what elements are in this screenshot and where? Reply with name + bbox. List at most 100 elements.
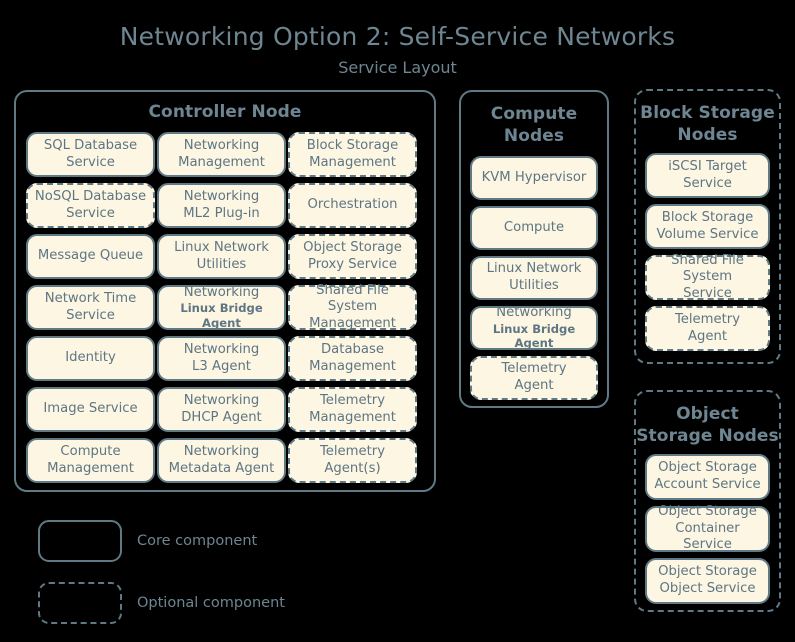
legend-core-label: Core component (137, 533, 258, 549)
service-label-line2: ML2 Plug-in (183, 205, 260, 221)
object-storage-nodes-title-line2: Storage Nodes (636, 426, 779, 447)
legend-optional-swatch (38, 582, 122, 624)
service-label-line1: Networking (183, 188, 260, 204)
service-label-line2: Service (683, 285, 732, 301)
legend-core-swatch (38, 520, 122, 562)
service-chip-message-queue: Message Queue (26, 234, 155, 279)
service-label-line2: Management (178, 154, 265, 170)
service-chip-identity: Identity (26, 336, 155, 381)
service-label-line2: Service (66, 154, 115, 170)
object-storage-nodes-title-line1: Object (676, 404, 739, 424)
service-label-line2: Utilities (509, 278, 559, 293)
service-label-line2: Linux Bridge Agent (180, 301, 263, 330)
service-label-line1: NoSQL Database (34, 188, 147, 204)
service-label-line1: Compute (503, 219, 565, 235)
service-label-line2: L3 Agent (192, 358, 251, 374)
service-label-line2: Proxy Service (307, 256, 398, 272)
service-label-line1: Orchestration (307, 197, 398, 213)
service-label-line1: Image Service (43, 401, 138, 417)
service-label-line1: Telemetry (319, 392, 386, 408)
service-label-line1: Telemetry (501, 361, 567, 377)
block-storage-nodes-title-line2: Nodes (677, 125, 738, 146)
page-subtitle: Service Layout (338, 58, 457, 77)
service-chip-orchestration: Orchestration (288, 183, 417, 228)
service-label-line1: Message Queue (37, 248, 144, 264)
service-label-line1: Block Storage (306, 137, 399, 153)
service-label-line2: Management (309, 154, 396, 170)
block-storage-nodes-title-line1: Block Storage (640, 103, 775, 123)
service-label-line1: Linux Network (174, 239, 269, 255)
service-label-line2: Agent (514, 378, 554, 393)
legend-optional-label: Optional component (137, 595, 285, 611)
service-label-line2: Account Service (654, 477, 761, 492)
service-chip-compute-kvm-hypervisor: KVM Hypervisor (470, 156, 598, 200)
service-label-line2: Metadata Agent (168, 460, 275, 476)
service-label-line1: Object Storage (658, 504, 757, 520)
service-label-line2: Agent(s) (324, 460, 381, 476)
service-label-line1: Object Storage (658, 564, 757, 580)
service-label-line1: Networking (183, 392, 260, 408)
service-label-line2: Container Service (675, 520, 740, 553)
compute-nodes-title-line2: Nodes (503, 126, 565, 147)
service-label-line1: Networking (183, 341, 260, 357)
service-label-line2: DHCP Agent (181, 409, 262, 425)
service-label-line1: Object Storage (303, 239, 402, 255)
service-label-line1: Telemetry (674, 311, 741, 327)
service-label-line1: Network Time (44, 290, 137, 306)
service-chip-image-service: Image Service (26, 387, 155, 432)
service-label-line1: Object Storage (658, 460, 757, 476)
service-label-line1: Telemetry (319, 443, 386, 459)
controller-node-title: Controller Node (148, 102, 302, 122)
compute-nodes-title: Compute Nodes (461, 103, 607, 148)
service-label-line1: Shared File System (316, 282, 389, 315)
service-label-line2: Management (309, 315, 396, 331)
service-label-line2: Service (66, 307, 115, 323)
service-label-line1: Identity (65, 350, 116, 366)
service-label-line2: Linux Bridge Agent (492, 321, 576, 351)
compute-nodes-title-line1: Compute (490, 104, 578, 124)
service-label-line2: Management (309, 409, 396, 425)
service-label-line2: Agent (687, 328, 728, 344)
service-label-line2: Management (309, 358, 396, 374)
service-label-line1: Networking (183, 443, 260, 459)
service-label-line2: Management (47, 460, 134, 476)
service-label-line1: Database (321, 341, 384, 357)
service-label-line1: Networking (496, 305, 572, 321)
service-label-line1: Linux Network (486, 261, 582, 277)
service-label-line2: Service (683, 175, 732, 191)
service-label-line1: Shared File System (671, 252, 744, 285)
service-label-line2: Object Service (659, 581, 756, 596)
service-label-line1: Networking (183, 284, 260, 300)
service-label-line1: iSCSI Target (668, 158, 747, 174)
page-title: Networking Option 2: Self-Service Networ… (119, 22, 676, 51)
service-label-line2: Volume Service (656, 226, 759, 242)
